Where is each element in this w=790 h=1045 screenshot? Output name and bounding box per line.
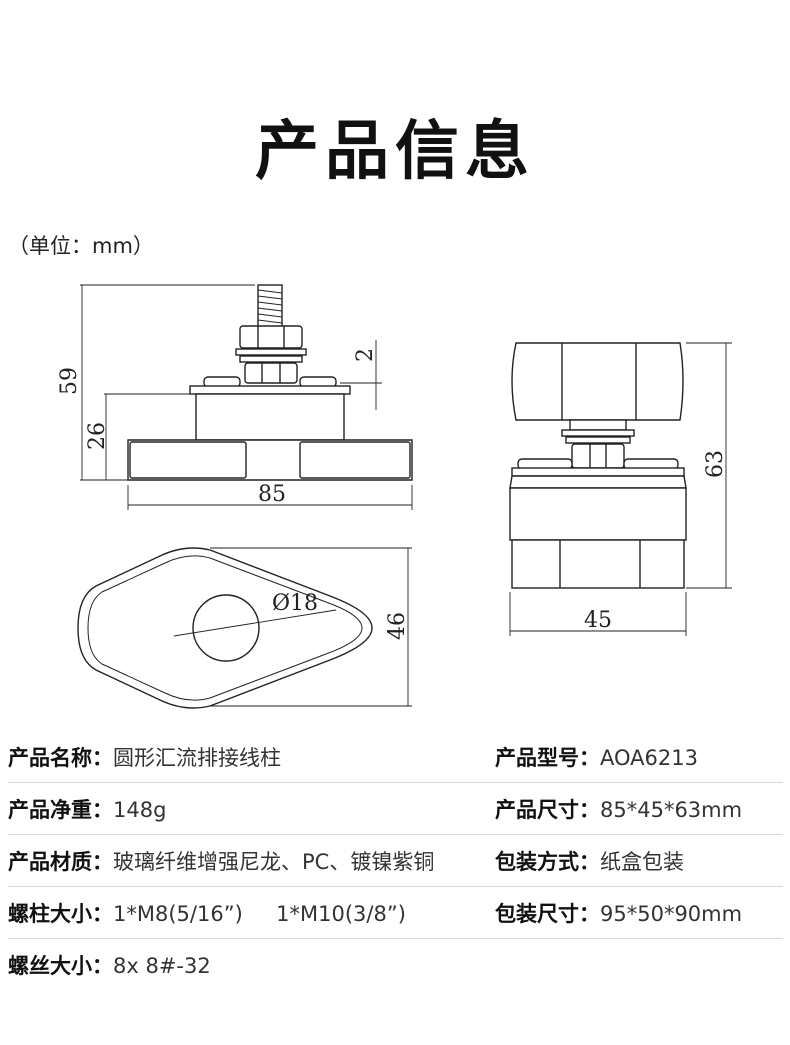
top-plate (511, 467, 685, 477)
page-title: 产品信息 (255, 115, 535, 189)
washer (561, 429, 635, 437)
dim-nut-gap: 2 (353, 348, 378, 362)
spec-packing: 包装方式：纸盒包装 (495, 850, 684, 874)
spec-row: 产品名称：圆形汇流排接线柱 产品型号：AOA6213 (8, 730, 783, 783)
technical-drawing: 59 26 2 85 Ø18 46 63 45 (57, 284, 732, 709)
spec-row: 产品净重：148g 产品尺寸：85*45*63mm (8, 782, 783, 835)
top-dimensions (173, 547, 412, 707)
spec-size: 产品尺寸：85*45*63mm (495, 798, 743, 822)
base (127, 439, 413, 481)
spec-model: 产品型号：AOA6213 (495, 746, 698, 770)
spec-screw: 螺丝大小：8x 8#-32 (8, 954, 211, 978)
washer (235, 348, 307, 356)
front-view (127, 284, 413, 481)
front-dimensions (80, 284, 413, 510)
body (195, 393, 345, 441)
spec-row: 螺丝大小：8x 8#-32 (8, 938, 783, 990)
spec-name: 产品名称：圆形汇流排接线柱 (8, 746, 281, 770)
knob (511, 342, 684, 421)
spec-row: 螺柱大小：1*M8(5/16”) 1*M10(3/8”) 包装尺寸：95*50*… (8, 886, 783, 939)
body (509, 487, 687, 541)
dim-width-side: 45 (584, 608, 612, 633)
spec-row: 产品材质：玻璃纤维增强尼龙、PC、镀镍紫铜 包装方式：纸盒包装 (8, 834, 783, 887)
lower-nut (571, 443, 625, 469)
spec-stud: 螺柱大小：1*M8(5/16”) 1*M10(3/8”) (8, 902, 406, 926)
dim-height-total: 59 (57, 367, 82, 395)
hex-nut (239, 325, 303, 349)
washer (239, 355, 303, 363)
base (511, 539, 685, 589)
stud-neck (569, 419, 627, 431)
spec-pack-size: 包装尺寸：95*50*90mm (495, 902, 743, 926)
dim-height-side: 63 (703, 450, 728, 478)
side-dimensions (509, 342, 732, 636)
washer (565, 436, 631, 444)
dim-hole-diameter: Ø18 (272, 591, 318, 616)
dim-height-base: 26 (85, 422, 110, 450)
lower-nut (244, 362, 298, 384)
spec-material: 产品材质：玻璃纤维增强尼龙、PC、镀镍紫铜 (8, 850, 435, 874)
dim-width-top: 46 (385, 612, 410, 640)
unit-note: （单位：mm） (8, 234, 154, 258)
top-plate (189, 385, 351, 395)
spec-weight: 产品净重：148g (8, 798, 167, 822)
side-view (509, 342, 687, 589)
dim-length: 85 (258, 482, 286, 507)
